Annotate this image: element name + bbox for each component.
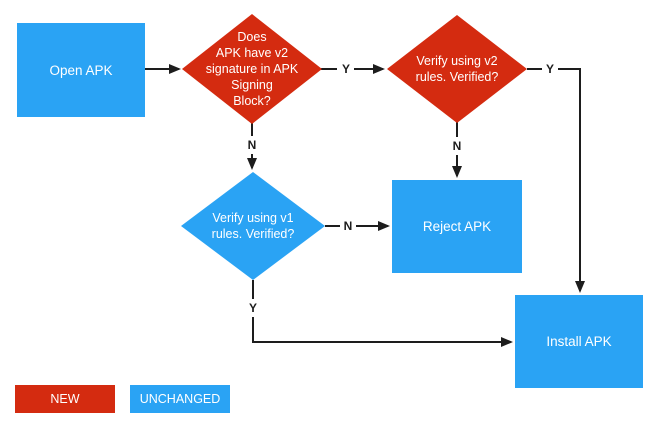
node-install-apk: Install APK bbox=[515, 295, 643, 388]
legend-new: NEW bbox=[15, 385, 115, 413]
edge-label-d3-yes: Y bbox=[248, 301, 258, 315]
edge-label-d1-yes: Y bbox=[341, 62, 351, 76]
arrow-d3-yes-to-install bbox=[252, 317, 513, 347]
node-open-apk: Open APK bbox=[17, 23, 145, 117]
edge-label-d2-yes: Y bbox=[545, 62, 555, 76]
edge-label-d2-no: N bbox=[452, 139, 462, 153]
edge-label-d3-no: N bbox=[343, 219, 353, 233]
legend-unchanged: UNCHANGED bbox=[130, 385, 230, 413]
arrow-d2-yes-to-install bbox=[558, 68, 585, 293]
edge-label-d1-no: N bbox=[247, 138, 257, 152]
node-reject-apk: Reject APK bbox=[392, 180, 522, 273]
